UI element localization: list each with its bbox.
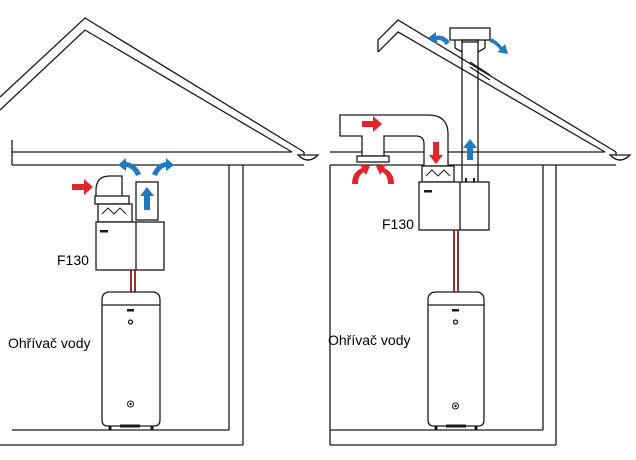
left-exhaust-right-arrow-icon (152, 158, 174, 176)
right-supply-duct (339, 114, 449, 167)
right-walls (329, 165, 557, 446)
left-water-heater (101, 291, 161, 430)
right-pipes (453, 230, 459, 292)
right-water-heater (427, 291, 485, 430)
right-exhaust-right-arrow-icon (490, 38, 508, 54)
right-intake-left-arrow-icon (352, 164, 370, 184)
left-arrows (72, 158, 174, 210)
right-unit-label: F130 (382, 216, 414, 232)
right-heater-label: Ohřívač vody (328, 332, 410, 348)
left-f130-unit (94, 175, 165, 271)
right-intake-right-arrow-icon (376, 164, 394, 184)
left-exhaust-left-arrow-icon (118, 158, 141, 176)
right-exhaust-stack (449, 27, 491, 182)
right-exhaust-up-arrow-icon (463, 139, 477, 160)
right-f130-unit (418, 165, 490, 231)
left-diagram (0, 17, 320, 446)
left-walls (0, 165, 244, 446)
left-unit-label: F130 (57, 252, 89, 268)
left-heater-label: Ohřívač vody (8, 335, 90, 351)
left-exhaust-up-arrow-icon (140, 187, 154, 210)
left-pipes (130, 270, 136, 292)
right-arrows (352, 32, 508, 184)
right-diagram (329, 19, 632, 446)
right-supply-arrow-icon (362, 116, 382, 132)
left-supply-arrow-icon (72, 179, 93, 195)
left-roof (0, 17, 320, 166)
right-supply-down-arrow-icon (429, 142, 443, 164)
right-exhaust-left-arrow-icon (428, 32, 450, 45)
